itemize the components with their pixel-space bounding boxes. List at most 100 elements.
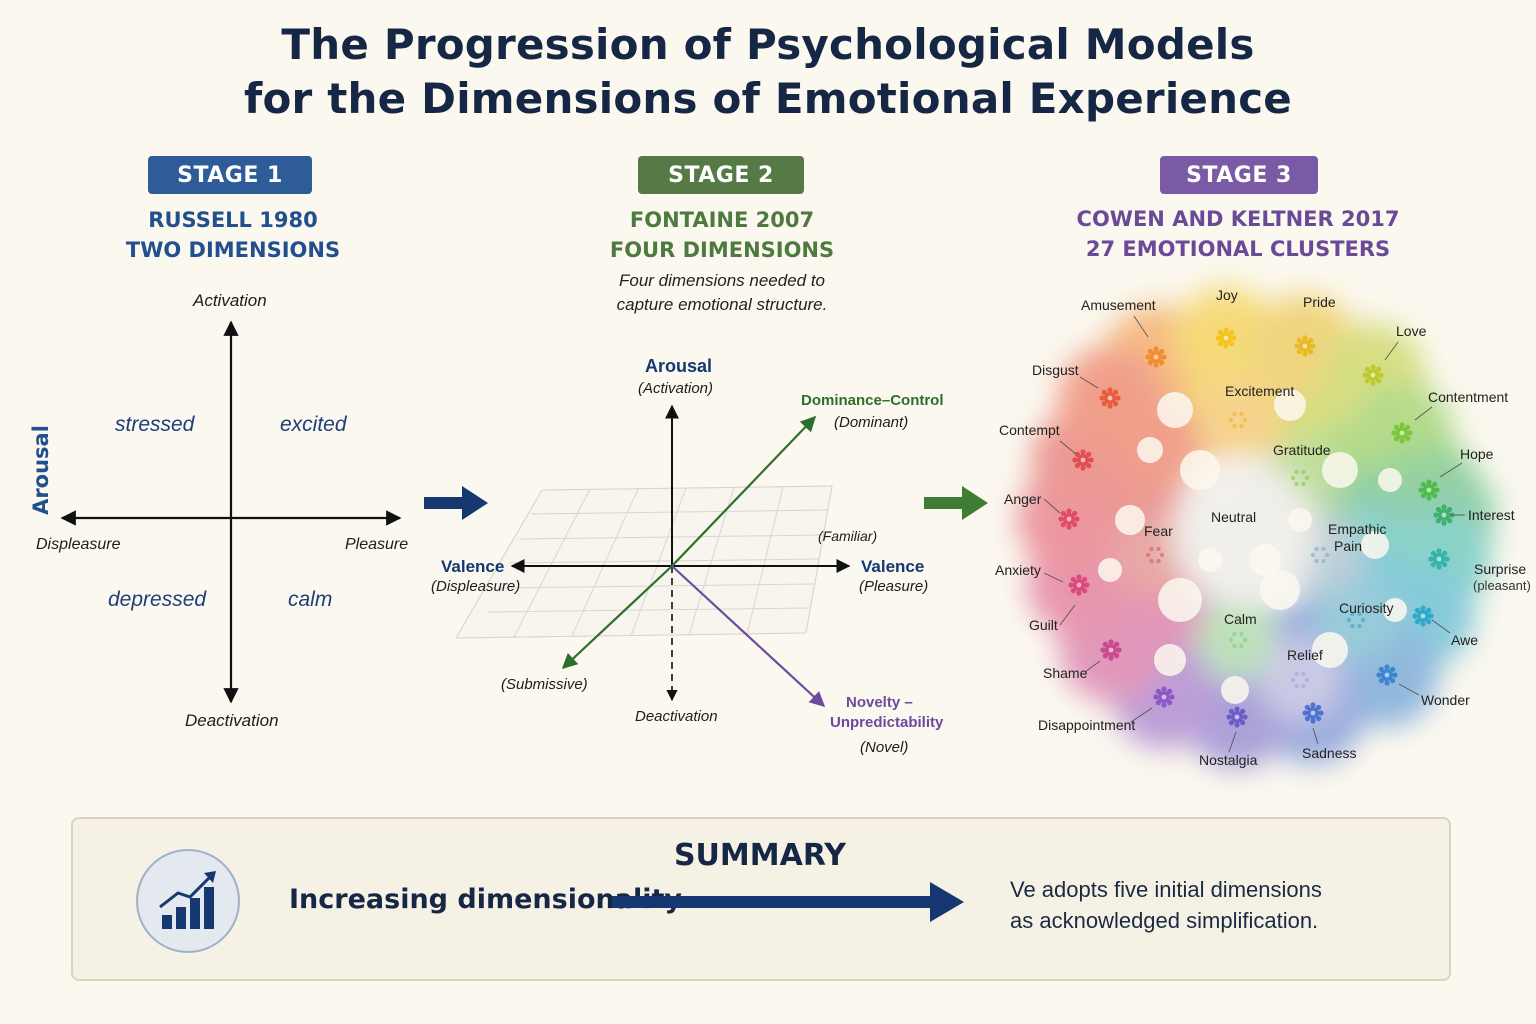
inner-dot-petal xyxy=(1321,558,1326,564)
cluster-dot-contempt-petal xyxy=(1072,457,1078,463)
cluster-dot-contempt-petal xyxy=(1086,463,1092,469)
cluster-dot-nostalgia-petal xyxy=(1234,706,1240,712)
cluster-dot-nostalgia-petal xyxy=(1234,722,1240,728)
cluster-dot-disappointment-petal xyxy=(1153,694,1159,700)
cluster-dot-disgust-petal xyxy=(1101,389,1107,395)
inner-dot-petal xyxy=(1301,469,1306,475)
cluster-dot-joy-petal xyxy=(1223,327,1229,333)
cluster-dot-nostalgia-petal xyxy=(1242,714,1248,720)
cluster-dot-anxiety-petal xyxy=(1084,582,1090,588)
cluster-dot-contentment-petal xyxy=(1399,438,1405,444)
cluster-dot-sadness-petal xyxy=(1316,716,1322,722)
stage2-submissive-axis xyxy=(561,565,673,670)
cluster-dot-anxiety-petal xyxy=(1068,582,1074,588)
stage1-label-deactivation: Deactivation xyxy=(185,711,279,730)
cluster-dot-pride-petal xyxy=(1302,335,1308,341)
cluster-hole xyxy=(1221,676,1249,704)
cluster-dot-nostalgia-highlight xyxy=(1234,714,1240,720)
stage-transition-arrow-2 xyxy=(924,486,988,520)
stage2-label-familiar: (Familiar) xyxy=(818,528,878,544)
cluster-blob xyxy=(1198,600,1278,680)
cluster-label-disappointment: Disappointment xyxy=(1038,717,1136,733)
inner-dot-petal xyxy=(1242,417,1248,423)
cluster-label-shame: Shame xyxy=(1043,665,1088,681)
cluster-dot-wonder-petal xyxy=(1378,666,1384,672)
inner-dot-petal xyxy=(1314,558,1319,564)
cluster-leader-line xyxy=(1384,341,1399,361)
cluster-dot-hope-petal xyxy=(1420,493,1426,499)
cluster-dot-disgust-petal xyxy=(1113,389,1119,395)
cluster-dot-anxiety-petal xyxy=(1070,576,1076,582)
cluster-dot-anger-petal xyxy=(1074,516,1080,522)
cluster-dot-awe-petal xyxy=(1420,621,1426,627)
inner-dot-petal xyxy=(1357,611,1362,617)
inner-dot-petal xyxy=(1310,552,1316,558)
cluster-dot-sadness-petal xyxy=(1316,704,1322,710)
cluster-hole xyxy=(1137,437,1163,463)
inner-dot-petal xyxy=(1232,423,1237,429)
cluster-dot-surprise-petal xyxy=(1430,562,1436,568)
stage2-label-novelty: Novelty – xyxy=(846,694,913,711)
cluster-hole xyxy=(1378,468,1402,492)
cluster-hole xyxy=(1288,508,1312,532)
stage2-label-valence-right: Valence xyxy=(861,557,925,576)
cluster-dot-wonder-petal xyxy=(1390,678,1396,684)
cluster-dot-disgust-petal xyxy=(1115,395,1121,401)
cluster-dot-nostalgia-petal xyxy=(1228,720,1234,726)
inner-dot-petal xyxy=(1239,423,1244,429)
cluster-hole xyxy=(1274,389,1306,421)
cluster-leader-line xyxy=(1043,572,1064,583)
cluster-dot-sadness-petal xyxy=(1310,702,1316,708)
cluster-dot-awe-petal xyxy=(1414,607,1420,613)
stage2-label-activation: (Activation) xyxy=(638,380,714,397)
cluster-dot-disappointment-highlight xyxy=(1161,694,1167,700)
cluster-dot-disappointment-petal xyxy=(1167,700,1173,706)
cluster-dot-wonder-petal xyxy=(1392,672,1398,678)
cluster-leader-line xyxy=(1059,440,1077,455)
stage2-note-line1: Four dimensions needed to xyxy=(618,271,826,290)
cluster-dot-guilt-petal xyxy=(1108,639,1114,645)
cluster-dot-joy-petal xyxy=(1217,341,1223,347)
cluster-dot-wonder-petal xyxy=(1384,680,1390,686)
cluster-dot-contempt-petal xyxy=(1080,465,1086,471)
inner-dot-petal xyxy=(1301,671,1306,677)
cluster-dot-sadness-petal xyxy=(1304,704,1310,710)
cluster-dot-love-petal xyxy=(1378,372,1384,378)
inner-dot-petal xyxy=(1228,417,1234,423)
cluster-dot-interest-highlight xyxy=(1441,512,1447,518)
cluster-dot-love-petal xyxy=(1376,366,1382,372)
cluster-dot-disgust-petal xyxy=(1107,387,1113,393)
cluster-dot-hope-petal xyxy=(1418,487,1424,493)
cluster-dot-anger-petal xyxy=(1072,522,1078,528)
cluster-dot-love-petal xyxy=(1364,378,1370,384)
stage2-label-dominant: (Dominant) xyxy=(834,414,909,431)
cluster-leader-line xyxy=(1059,604,1076,626)
cluster-label-surprise: Surprise xyxy=(1474,561,1527,577)
cluster-dot-awe xyxy=(1412,605,1434,627)
stage1-quadrant-excited: excited xyxy=(280,413,347,436)
cluster-dot-wonder xyxy=(1376,664,1398,686)
inner-dot-petal xyxy=(1301,683,1306,689)
cluster-dot-contempt-petal xyxy=(1086,451,1092,457)
cluster-dot-nostalgia-petal xyxy=(1226,714,1232,720)
cluster-dot-pride xyxy=(1294,335,1316,357)
summary-arrow xyxy=(612,882,964,922)
cluster-dot-contempt xyxy=(1072,449,1094,471)
cluster-dot-disappointment xyxy=(1153,686,1175,708)
stage3-badge: STAGE 3 xyxy=(1160,156,1318,194)
cluster-dot-nostalgia-petal xyxy=(1240,708,1246,714)
inner-label-excitement: Excitement xyxy=(1225,383,1295,399)
cluster-dot-amusement-petal xyxy=(1159,360,1165,366)
inner-dot-petal xyxy=(1232,643,1237,649)
inner-dot-petal xyxy=(1156,558,1161,564)
cluster-label-contempt: Contempt xyxy=(999,422,1060,438)
inner-dot-gratitude xyxy=(1290,469,1310,487)
cluster-dot-contentment-petal xyxy=(1393,436,1399,442)
stage3-heading-author: COWEN AND KELTNER 2017 xyxy=(1076,207,1400,231)
cluster-dot-guilt-petal xyxy=(1102,653,1108,659)
cluster-dot-amusement-petal xyxy=(1147,348,1153,354)
cluster-dot-pride-petal xyxy=(1296,337,1302,343)
cluster-leader-line xyxy=(1079,376,1099,389)
cluster-dot-pride-petal xyxy=(1308,349,1314,355)
cluster-dot-love-petal xyxy=(1364,366,1370,372)
